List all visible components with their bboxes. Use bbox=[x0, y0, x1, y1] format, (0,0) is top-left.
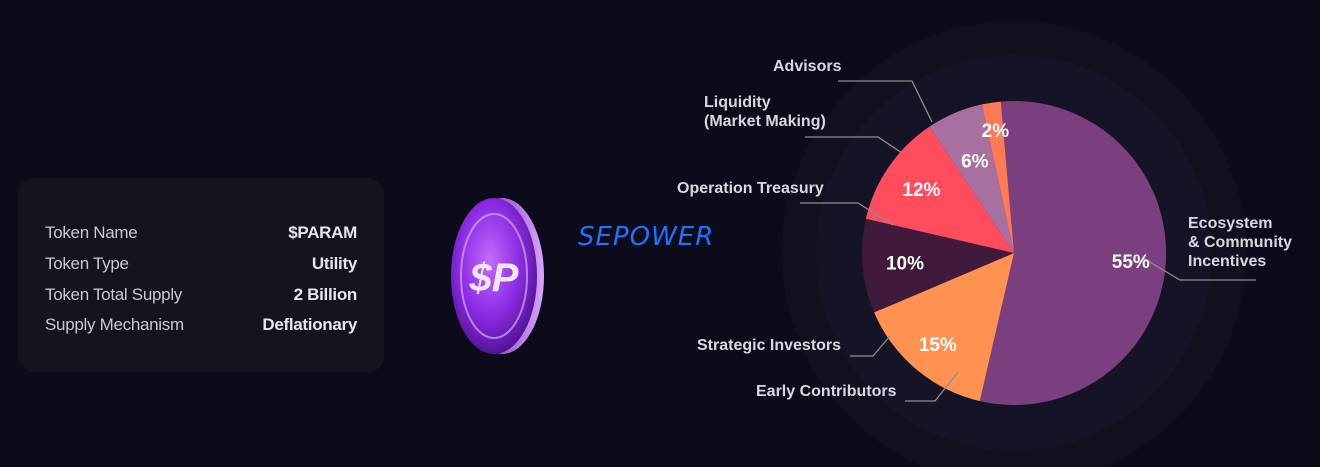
pie-slice bbox=[929, 104, 1014, 254]
category-label: Operation Treasury bbox=[677, 180, 824, 197]
category-label: Ecosystem bbox=[1188, 215, 1273, 232]
brand-wordmark: SEPOWER bbox=[578, 222, 715, 252]
token-key: Token Type bbox=[45, 254, 129, 273]
token-row-name: Token Name $PARAM bbox=[45, 220, 357, 246]
token-value: Utility bbox=[311, 254, 357, 273]
category-label: Early Contributors bbox=[756, 383, 897, 400]
category-label: Advisors bbox=[773, 58, 842, 75]
pie-slice bbox=[979, 101, 1167, 406]
pie-slice bbox=[981, 101, 1014, 253]
category-label: & Community bbox=[1188, 234, 1292, 251]
leader-line bbox=[850, 335, 891, 357]
slice-value-label: 6% bbox=[961, 152, 989, 173]
leader-line bbox=[800, 202, 894, 226]
category-label: (Market Making) bbox=[704, 113, 826, 130]
token-row-type: Token Type Utility bbox=[45, 251, 357, 277]
leader-line bbox=[905, 371, 959, 402]
pie-slice bbox=[865, 126, 1014, 253]
leader-line bbox=[838, 80, 933, 123]
token-info-card: Token Name $PARAM Token Type Utility Tok… bbox=[18, 178, 384, 372]
leader-line bbox=[805, 136, 903, 154]
coin-glyph: $P bbox=[469, 256, 519, 300]
pie-slice bbox=[874, 253, 1014, 402]
leader-line bbox=[1142, 257, 1256, 281]
category-label: Liquidity bbox=[704, 94, 771, 111]
token-value: $PARAM bbox=[288, 223, 357, 242]
slice-value-label: 2% bbox=[982, 121, 1010, 142]
slice-value-label: 15% bbox=[919, 335, 957, 356]
token-row-supply: Token Total Supply 2 Billion bbox=[45, 282, 357, 308]
token-key: Token Name bbox=[45, 223, 138, 242]
param-coin-icon: $P bbox=[451, 198, 544, 354]
category-label: Incentives bbox=[1188, 253, 1266, 270]
pie-slices bbox=[862, 101, 1167, 406]
token-key: Token Total Supply bbox=[45, 285, 182, 304]
token-row-mechanism: Supply Mechanism Deflationary bbox=[45, 312, 357, 338]
slice-value-label: 12% bbox=[902, 180, 940, 201]
token-value: Deflationary bbox=[262, 315, 357, 334]
token-key: Supply Mechanism bbox=[45, 315, 184, 334]
slice-value-label: 10% bbox=[886, 254, 924, 275]
pie-slice bbox=[862, 218, 1014, 313]
token-value: 2 Billion bbox=[293, 285, 358, 304]
slice-value-label: 55% bbox=[1112, 252, 1150, 273]
category-label: Strategic Investors bbox=[697, 337, 841, 354]
pie-labels: 55% 15% 10% 12% 6% 2% bbox=[886, 121, 1150, 356]
